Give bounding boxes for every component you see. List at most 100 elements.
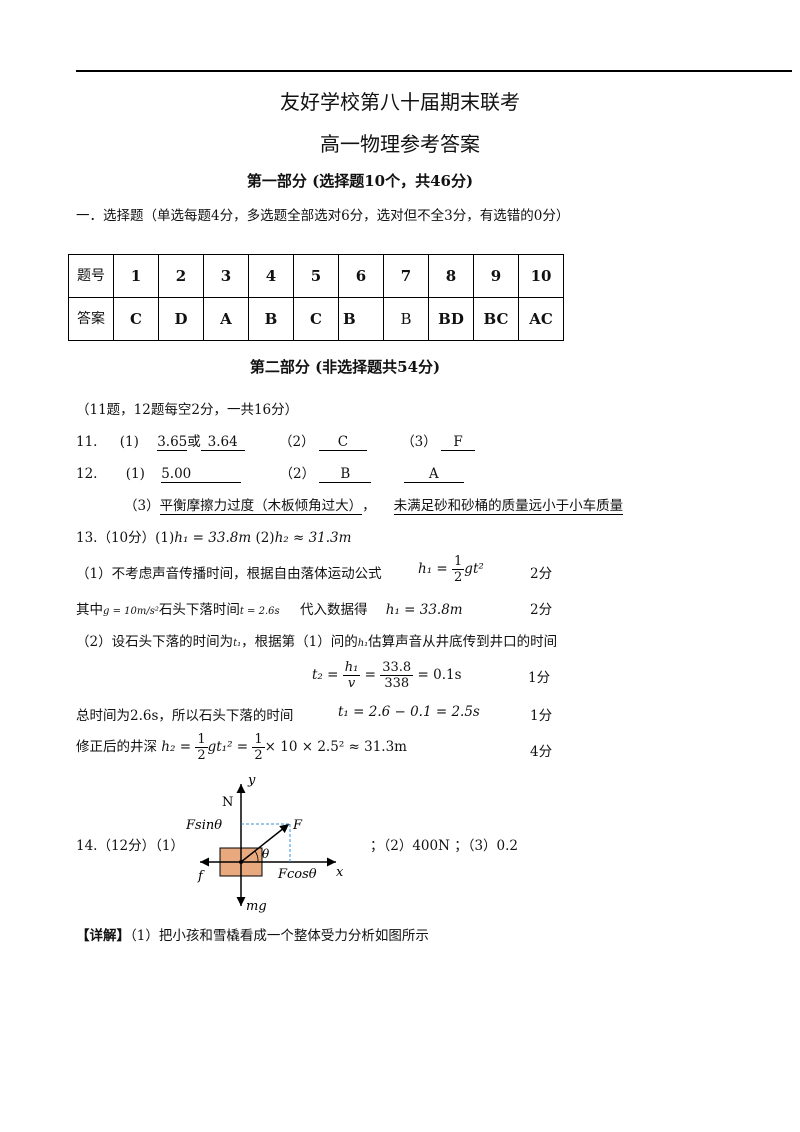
fraction-denominator: 338	[384, 676, 410, 691]
q13-h-value: h₁ = 33.8m	[385, 602, 463, 618]
q13-t1-symbol: t₁	[233, 638, 242, 649]
question-number: 9	[473, 254, 519, 298]
q13-step5-score: 1分	[530, 708, 553, 724]
theta-arc	[254, 850, 259, 863]
fraction-denominator: v	[347, 676, 356, 691]
mg-label: mg	[246, 899, 267, 914]
q13-step2-text-a: 其中	[76, 602, 103, 618]
formula-rhs: gt²	[464, 561, 484, 577]
q11-answer3: F	[441, 434, 476, 451]
q13-step4-score: 1分	[528, 670, 551, 686]
N-label: N	[222, 795, 233, 810]
answer-table: 题号 1 2 3 4 5 6 7 8 9 10 答案 C D A B C B B…	[68, 254, 564, 341]
detail-text: （1）把小孩和雪橇看成一个整体受力分析如图所示	[130, 928, 429, 944]
q11-answer1b: 3.64	[200, 434, 245, 451]
q13-step3-text-b: ，根据第（1）问的	[241, 634, 358, 650]
question-number: 4	[248, 254, 294, 298]
q13-step2-text-c: 代入数据得	[299, 602, 368, 618]
question-number: 5	[293, 254, 339, 298]
q12-answer2: B	[319, 466, 372, 483]
formula-rhs: × 10 × 2.5² ≈ 31.3m	[264, 739, 407, 755]
theta-label: θ	[262, 847, 270, 861]
q13-h1-symbol: h₁	[357, 638, 369, 649]
q11-part3-label: （3）	[401, 434, 437, 450]
part2-note: （11题，12题每空2分，一共16分）	[76, 402, 299, 418]
q12-answer3: 平衡摩擦力过度（木板倾角过大）	[159, 494, 363, 515]
q13-h2-result: h₂ ≈ 31.3m	[274, 530, 352, 546]
answer-cell: B	[383, 297, 429, 341]
part1-instruction: 一．选择题（单选每题4分，多选题全部选对6分，选对但不全3分，有选错的0分）	[76, 208, 570, 224]
fraction-numerator: 1	[195, 732, 208, 748]
answer-cell: C	[113, 297, 159, 341]
q11-part1-label: (1)	[119, 434, 139, 450]
q13-step3-text-a: （2）设石头下落的时间为	[76, 634, 234, 650]
question-number: 1	[113, 254, 159, 298]
q13-step1-score: 2分	[530, 566, 553, 582]
fraction-denominator: 2	[454, 570, 463, 585]
answer-table-answer-row: 答案 C D A B C B B BD BC AC	[68, 297, 564, 341]
q13-head-text: 13.（10分）(1)	[76, 530, 175, 546]
answer-cell: D	[158, 297, 204, 341]
q13-head: 13.（10分）(1)h₁ = 33.8m (2)h₂ ≈ 31.3m	[76, 526, 351, 546]
F-label: F	[292, 818, 303, 833]
q11-answer2: C	[318, 434, 367, 451]
question-number: 10	[518, 254, 564, 298]
q11-part2-label: （2）	[279, 434, 315, 450]
q12-part2-label: （2）	[279, 466, 316, 482]
detail-label: 【详解】	[76, 928, 130, 944]
question-number: 3	[203, 254, 249, 298]
y-axis-label: y	[247, 773, 256, 788]
formula-lhs: h₂ =	[161, 739, 192, 755]
formula-middle: gt₁² =	[207, 739, 249, 755]
q13-g-value: g = 10m/s²	[103, 606, 159, 617]
origin-dot	[239, 860, 243, 864]
q13-step2-score: 2分	[530, 602, 553, 618]
f-label: f	[197, 869, 205, 884]
q11-or: 或	[187, 434, 201, 450]
answer-table-number-row: 题号 1 2 3 4 5 6 7 8 9 10	[68, 254, 564, 298]
q13-step1-text: （1）不考虑声音传播时间，根据自由落体运动公式	[76, 566, 382, 582]
question-number: 7	[383, 254, 429, 298]
q12-line: 12. (1) 5.00 （2） B A	[76, 462, 464, 483]
fraction-numerator: 33.8	[380, 660, 414, 676]
q13-step6-text: 修正后的井深	[76, 739, 157, 755]
q13-t-value: t = 2.6s	[239, 606, 280, 617]
x-axis-label: x	[336, 865, 344, 880]
q14-head: 14.（12分）（1）	[76, 838, 184, 854]
header-rule	[76, 70, 792, 72]
row-label-question: 题号	[68, 254, 114, 298]
q12-part1-label: (1)	[125, 466, 145, 482]
fraction-numerator: h₁	[342, 660, 361, 676]
q11-answer1: 3.65	[157, 434, 188, 451]
equals-sign: =	[364, 667, 376, 683]
Fcos-label: Fcosθ	[277, 867, 317, 882]
question-number: 2	[158, 254, 204, 298]
q13-step3: （2）设石头下落的时间为t₁，根据第（1）问的h₁估算声音从井底传到井口的时间	[76, 630, 557, 650]
q13-step2-text-b: 石头下落时间	[158, 602, 240, 618]
part2-heading: 第二部分 (非选择题共54分)	[249, 358, 441, 376]
q12-answer3b: 未满足砂和砂桶的质量远小于小车质量	[393, 494, 624, 515]
answer-cell: BD	[428, 297, 474, 341]
question-number: 6	[338, 254, 384, 298]
answer-cell: C	[293, 297, 339, 341]
fraction-numerator: 1	[452, 554, 465, 570]
q14-tail: ；（2）400N ；（3）0.2	[370, 838, 519, 854]
answer-cell: B	[338, 297, 384, 341]
fraction-denominator: 2	[254, 748, 263, 763]
q13-step5-text: 总时间为2.6s，所以石头下落的时间	[76, 708, 294, 724]
exam-subtitle: 高一物理参考答案	[320, 132, 480, 156]
q13-mid: (2)	[255, 530, 275, 546]
q12-answer2b: A	[403, 466, 464, 483]
Fsin-label: Fsinθ	[186, 818, 222, 833]
answer-cell: B	[248, 297, 294, 341]
q13-h1-result: h₁ = 33.8m	[174, 530, 252, 546]
